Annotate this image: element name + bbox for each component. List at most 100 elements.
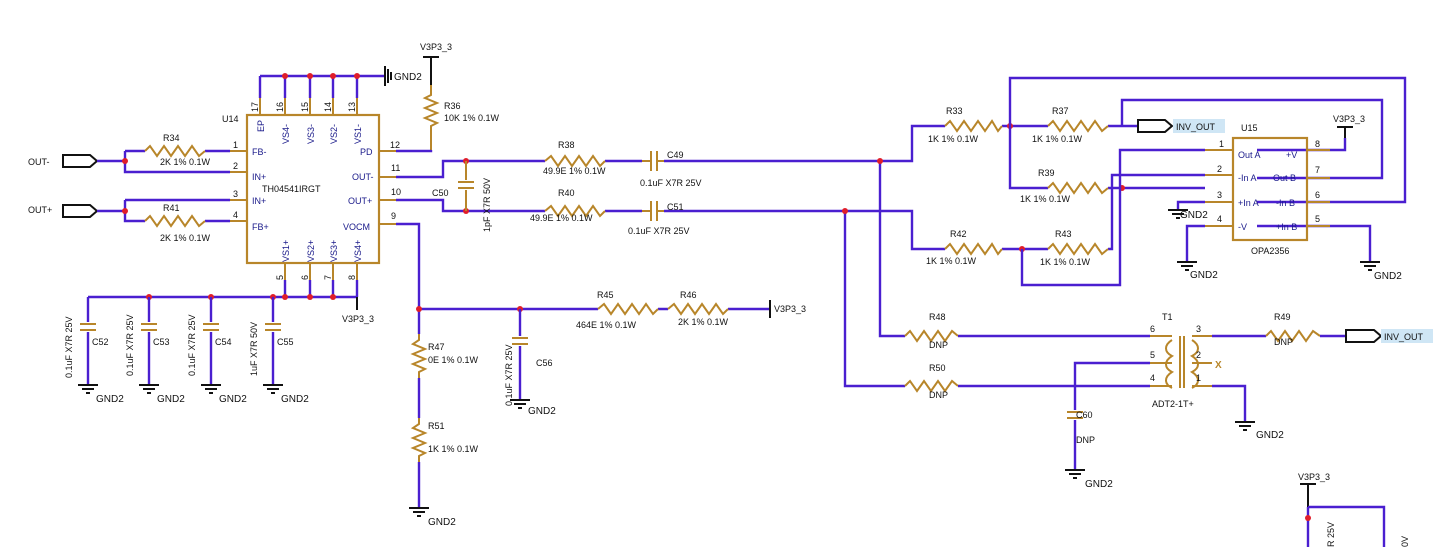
u15-part: OPA2356	[1251, 246, 1289, 256]
u14-pin-16: 16	[275, 102, 285, 112]
u14-pin-10: 10	[391, 187, 401, 197]
r36-ref: R36	[444, 101, 461, 111]
resistor-r51[interactable]: R51 1K 1% 0.1W GND2	[409, 418, 479, 528]
v3p3-label-partial: V3P3_3	[1298, 472, 1330, 482]
u15-pin-vneg: -V	[1238, 222, 1247, 232]
resistor-r50[interactable]: R50 DNP	[904, 363, 1150, 400]
u14-pin-fbp: FB+	[252, 222, 269, 232]
resistor-r46[interactable]: R46 2K 1% 0.1W	[667, 290, 729, 327]
resistor-r34[interactable]: R34 2K 1% 0.1W	[122, 133, 230, 174]
gnd-label-t1: GND2	[1256, 430, 1284, 441]
resistor-r47[interactable]: R47 0E 1% 0.1W	[410, 334, 479, 418]
resistor-r38[interactable]: R38 49.9E 1% 0.1W	[543, 140, 606, 176]
capacitor-c52[interactable]: C52 0.1uF X7R 25V GND2	[64, 297, 124, 405]
t1-pin-1: 1	[1196, 373, 1201, 383]
u15-pin-ina-m: -In A	[1238, 173, 1257, 183]
input-out-plus[interactable]: OUT+	[28, 204, 125, 218]
u14-pin-12: 12	[390, 140, 400, 150]
u14-pin-4: 4	[233, 210, 238, 220]
u14-pin-vs2p: VS2+	[306, 240, 316, 262]
resistor-r45[interactable]: R45 464E 1% 0.1W	[576, 290, 659, 330]
partial-cap-b-value: 0V	[1400, 536, 1410, 547]
r49-value: DNP	[1274, 337, 1293, 347]
resistor-r40[interactable]: R40 49.9E 1% 0.1W	[530, 188, 606, 223]
resistor-r39[interactable]: R39 1K 1% 0.1W	[1020, 168, 1109, 204]
u14-top-rail: GND2	[258, 66, 422, 98]
c60-ref: C60	[1076, 410, 1093, 420]
capacitor-c54[interactable]: C54 0.1uF X7R 25V GND2	[187, 297, 247, 405]
u15-pin-outa: Out A	[1238, 150, 1261, 160]
out-minus-label: OUT-	[28, 157, 50, 167]
r42-value: 1K 1% 0.1W	[926, 256, 977, 266]
gnd-label-r51: GND2	[428, 517, 456, 528]
capacitor-c55[interactable]: C55 1uF X7R 50V GND2	[249, 297, 309, 405]
c54-ref: C54	[215, 337, 232, 347]
u14-pin-vs1p: VS1+	[281, 240, 291, 262]
u14-pin-7: 7	[323, 275, 333, 280]
gnd-label-u15-inap: GND2	[1180, 210, 1208, 221]
u15-pin-8: 8	[1315, 139, 1320, 149]
u14-part: TH04541IRGT	[262, 184, 321, 194]
v3p3-label-r46: V3P3_3	[774, 304, 806, 314]
capacitor-c56[interactable]: C56 0.1uF X7R 25V GND2	[504, 309, 556, 417]
resistor-r42[interactable]: R42 1K 1% 0.1W	[926, 229, 1003, 266]
u14-pin-3: 3	[233, 189, 238, 199]
resistor-r33[interactable]: R33 1K 1% 0.1W	[928, 106, 1003, 144]
transformer-t1[interactable]: T1 ADT2-1T+ 6 5 4 3 2 1 X	[1150, 312, 1222, 409]
c55-value: 1uF X7R 50V	[249, 322, 259, 376]
capacitor-c51[interactable]: C51 0.1uF X7R 25V	[628, 201, 690, 236]
c50-ref: C50	[432, 188, 449, 198]
u15-pin-inb-m: -In B	[1276, 198, 1295, 208]
output-inv-out-top[interactable]: INV_OUT	[1137, 119, 1225, 133]
u14-pin-inp2: IN+	[252, 196, 266, 206]
r33-ref: R33	[946, 106, 963, 116]
u15-pin-outb: Out B	[1273, 173, 1296, 183]
u14-pin-11: 11	[391, 163, 400, 173]
partial-cap-a-value: R 25V	[1326, 522, 1336, 547]
u15-pin-5: 5	[1315, 214, 1320, 224]
r36-value: 10K 1% 0.1W	[444, 113, 500, 123]
gnd-label-c54: GND2	[219, 394, 247, 405]
u15-opamp[interactable]: U15 OPA2356 1 2 3 4 8 7 6 5 Out A -In A …	[1205, 123, 1330, 256]
resistor-r43[interactable]: R43 1K 1% 0.1W	[1040, 229, 1109, 267]
t1-pin-3: 3	[1196, 324, 1201, 334]
resistor-r49[interactable]: R49 DNP	[1265, 312, 1346, 347]
u14-pin-ep: EP	[256, 120, 266, 132]
u14-amplifier[interactable]: U14 TH04541IRGT 1 2 3 4 FB- IN+ IN+ FB+ …	[222, 98, 401, 280]
r51-value: 1K 1% 0.1W	[428, 444, 479, 454]
gnd-label-c56: GND2	[528, 406, 556, 417]
t1-pin-5: 5	[1150, 350, 1155, 360]
u14-pin-8: 8	[347, 275, 357, 280]
resistor-r37[interactable]: R37 1K 1% 0.1W	[1032, 106, 1109, 144]
r45-ref: R45	[597, 290, 614, 300]
capacitor-c53[interactable]: C53 0.1uF X7R 25V GND2	[125, 297, 185, 405]
c54-value: 0.1uF X7R 25V	[187, 314, 197, 376]
t1-wiring: GND2	[1073, 334, 1284, 441]
capacitor-c60[interactable]: C60 DNP GND2	[1065, 410, 1113, 490]
resistor-r41[interactable]: R41 2K 1% 0.1W	[122, 198, 230, 243]
r40-value: 49.9E 1% 0.1W	[530, 213, 593, 223]
r39-value: 1K 1% 0.1W	[1020, 194, 1071, 204]
u15-pin-7: 7	[1315, 165, 1320, 175]
r49-ref: R49	[1274, 312, 1291, 322]
u14-pin-vs4p: VS4+	[353, 240, 363, 262]
capacitor-c49[interactable]: C49 0.1uF X7R 25V	[640, 150, 702, 188]
r39-ref: R39	[1038, 168, 1055, 178]
gnd-label-c53: GND2	[157, 394, 185, 405]
input-out-minus[interactable]: OUT-	[28, 154, 125, 168]
c53-ref: C53	[153, 337, 170, 347]
partial-bottom-right: V3P3_3 R 25V 0V	[1298, 472, 1410, 547]
resistor-r48[interactable]: R48 DNP	[904, 312, 1150, 350]
u14-pin-vs2m: VS2-	[329, 124, 339, 144]
r47-value: 0E 1% 0.1W	[428, 355, 479, 365]
output-inv-out-bottom[interactable]: INV_OUT	[1345, 329, 1433, 343]
capacitor-c50[interactable]: C50 1pF X7R 50V	[432, 161, 492, 232]
output-minus-path	[396, 158, 880, 179]
c60-value: DNP	[1076, 435, 1095, 445]
r37-value: 1K 1% 0.1W	[1032, 134, 1083, 144]
u15-pin-vpos: +V	[1286, 150, 1297, 160]
c56-value: 0.1uF X7R 25V	[504, 344, 514, 406]
resistor-r36[interactable]: V3P3_3 R36 10K 1% 0.1W	[396, 42, 500, 153]
c53-value: 0.1uF X7R 25V	[125, 314, 135, 376]
u15-pin-inb-p: +In B	[1276, 222, 1297, 232]
